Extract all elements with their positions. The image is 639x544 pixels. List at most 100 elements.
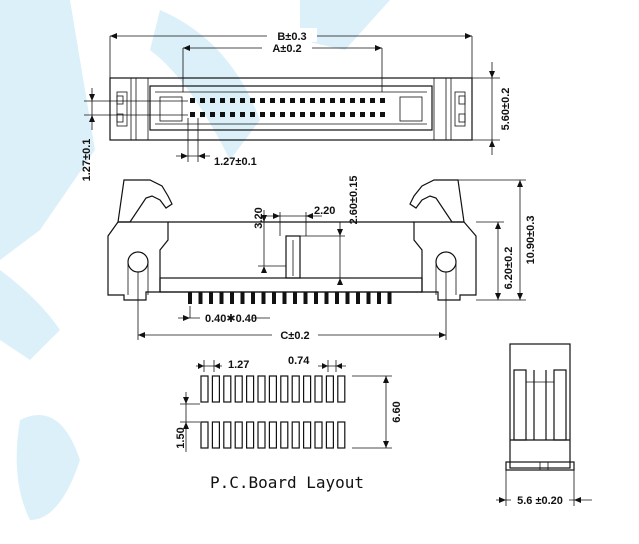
side-view: 2.20 3.20 2.60±0.15 10.90±0.3 — [107, 176, 537, 342]
pcb-pad — [337, 421, 346, 449]
dim-pcb-height: 6.60 — [391, 401, 403, 422]
pin-square — [290, 98, 295, 103]
pcb-pad — [234, 421, 243, 449]
pin-square — [190, 98, 195, 103]
pin-square — [250, 112, 255, 117]
side-pin — [387, 292, 392, 304]
side-pin — [198, 292, 203, 304]
pin-square — [210, 98, 215, 103]
side-pin — [272, 292, 276, 304]
dim-height: 5.60±0.2 — [500, 88, 512, 131]
pcb-pad — [223, 421, 232, 449]
dim-pad-width: 0.74 — [288, 355, 310, 367]
dim-pcb-pitch: 1.27 — [228, 359, 249, 371]
dim-end-width: 5.6 ±0.20 — [517, 495, 563, 507]
pin-square — [320, 98, 325, 103]
pcb-pad — [303, 421, 312, 449]
end-view: 5.6 ±0.20 — [496, 343, 592, 507]
pcb-pad — [246, 421, 255, 449]
pcb-pad — [280, 375, 289, 403]
side-pin — [261, 292, 266, 304]
side-pin — [303, 292, 308, 304]
pin-square — [240, 112, 245, 117]
side-pins — [188, 292, 392, 304]
pin-square — [240, 98, 245, 103]
pin-square — [220, 112, 225, 117]
pcb-layout: 1.27 0.74 1.50 6.60 P.C.Board Layout — [175, 355, 403, 492]
dim-row-pitch: 1.27±0.1 — [81, 139, 93, 182]
pcb-pads — [200, 375, 346, 449]
dim-220: 2.20 — [314, 205, 335, 217]
pin-square — [320, 112, 325, 117]
pin-square — [280, 112, 285, 117]
pcb-pad — [200, 421, 209, 449]
pin-square — [300, 98, 305, 103]
pin-square — [250, 98, 255, 103]
dim-pin-size: 0.40✱0.40 — [205, 313, 257, 325]
pin-square — [340, 98, 345, 103]
pcb-pad — [211, 375, 220, 403]
pcb-pad — [291, 421, 300, 449]
side-pin — [377, 292, 381, 304]
pin-square — [290, 112, 295, 117]
pcb-pad — [314, 375, 323, 403]
pin-square — [260, 112, 265, 117]
pin-square — [360, 112, 365, 117]
pin-square — [350, 112, 355, 117]
dim-col-pitch: 1.27±0.1 — [214, 156, 257, 168]
pin-square — [340, 112, 345, 117]
pcb-pad — [268, 375, 277, 403]
pcb-pad — [337, 375, 346, 403]
side-pin — [209, 292, 213, 304]
pin-square — [370, 98, 375, 103]
pcb-pad — [303, 375, 312, 403]
pin-grid — [190, 98, 385, 117]
pin-square — [200, 112, 205, 117]
pin-square — [270, 112, 275, 117]
side-pin — [230, 292, 234, 304]
pcb-pad — [257, 421, 266, 449]
pin-square — [310, 112, 315, 117]
dim-c: C±0.2 — [280, 330, 309, 342]
watermark — [0, 0, 390, 520]
pin-square — [260, 98, 265, 103]
side-pin — [356, 292, 360, 304]
pin-square — [300, 112, 305, 117]
pin-square — [370, 112, 375, 117]
pcb-pad — [325, 375, 334, 403]
dim-620: 6.20±0.2 — [503, 247, 515, 290]
dim-320: 3.20 — [253, 207, 265, 228]
pcb-pad — [200, 375, 209, 403]
side-pin — [240, 292, 245, 304]
pin-square — [330, 98, 335, 103]
pcb-pad — [291, 375, 300, 403]
pcb-pad — [325, 421, 334, 449]
pcb-pad — [257, 375, 266, 403]
pcb-pad — [223, 375, 232, 403]
pin-square — [330, 112, 335, 117]
pcb-pad — [314, 421, 323, 449]
pin-square — [200, 98, 205, 103]
side-pin — [293, 292, 297, 304]
side-pin — [345, 292, 350, 304]
pin-square — [360, 98, 365, 103]
pcb-pad — [268, 421, 277, 449]
dim-1090: 10.90±0.3 — [525, 216, 537, 265]
side-pin — [251, 292, 255, 304]
top-view: B±0.3 A±0.2 5.60±0.2 1.27±0.1 — [81, 28, 512, 181]
side-pin — [366, 292, 371, 304]
pin-square — [230, 112, 235, 117]
pcb-pad — [234, 375, 243, 403]
pcb-pad — [246, 375, 255, 403]
pin-square — [280, 98, 285, 103]
side-pin — [335, 292, 339, 304]
side-pin — [314, 292, 318, 304]
side-pin — [188, 292, 192, 304]
pin-square — [310, 98, 315, 103]
pcb-pad — [280, 421, 289, 449]
dim-pad-gap: 1.50 — [175, 427, 187, 448]
pin-square — [190, 112, 195, 117]
pcb-pad — [211, 421, 220, 449]
pin-square — [350, 98, 355, 103]
